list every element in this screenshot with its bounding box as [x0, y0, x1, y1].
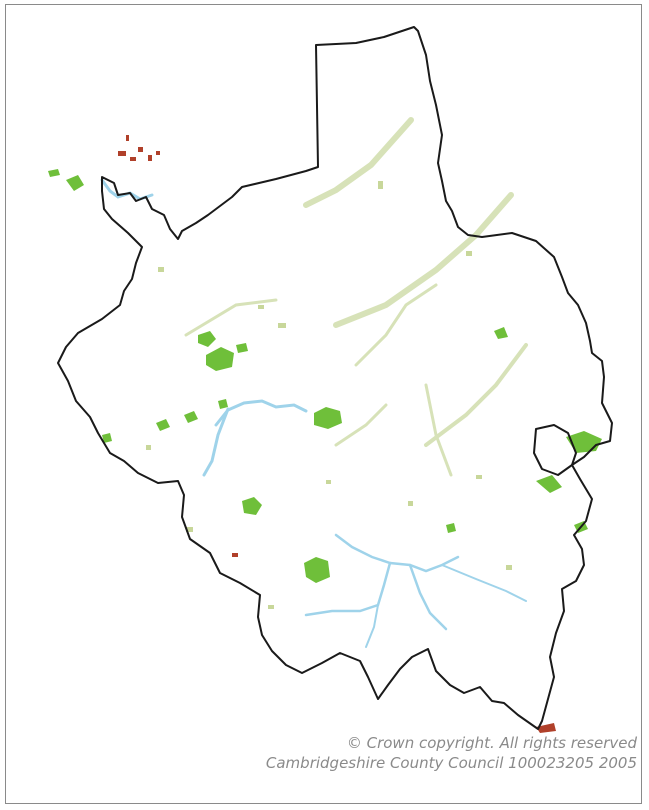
grass-strip [354, 283, 438, 367]
woodland-patch [446, 523, 456, 533]
river-cam [334, 533, 460, 573]
habitat-speck [186, 527, 193, 532]
woodland-patch [314, 407, 342, 429]
woodland-patch [304, 557, 330, 583]
grassland-features [184, 117, 528, 477]
red-patch [536, 723, 556, 733]
copyright-line-2: Cambridgeshire County Council 100023205 … [265, 754, 637, 772]
river-cam-branch-4 [365, 604, 379, 648]
rivers [100, 178, 527, 648]
grass-strip [184, 298, 278, 337]
grass-strip [303, 117, 414, 208]
woodland-patch [66, 175, 84, 191]
woodland-patch [236, 343, 248, 353]
county-boundary [57, 26, 613, 730]
woodland-patch [198, 331, 216, 347]
habitat-speck [158, 267, 164, 272]
woodland-patch [156, 419, 170, 431]
woodland-patch [536, 475, 562, 493]
map-frame [5, 4, 642, 804]
inner-boundary [533, 424, 577, 476]
woodland-patch [184, 411, 198, 423]
woodland-patch [242, 497, 262, 515]
habitat-speck [258, 305, 264, 309]
habitat-speck [378, 181, 383, 189]
river-cam-branch-1 [304, 561, 392, 617]
habitat-speck [326, 480, 331, 484]
red-patch [130, 157, 136, 161]
minor-habitats [146, 181, 512, 609]
copyright-credits: © Crown copyright. All rights reserved C… [77, 733, 637, 773]
habitat-speck [466, 251, 472, 256]
river-cam-branch-3 [441, 564, 527, 602]
woodland-patch [102, 433, 112, 443]
woodland-patch [494, 327, 508, 339]
red-patch [232, 553, 238, 557]
woodland-patch [218, 399, 228, 409]
red-patch [156, 151, 160, 155]
red-patch [148, 155, 152, 161]
grass-strip [334, 403, 388, 447]
woodland-patch [48, 169, 60, 177]
river-nene [100, 178, 154, 201]
habitat-speck [268, 605, 274, 609]
woodland-patch [206, 347, 234, 371]
habitat-speck [278, 323, 286, 328]
urban-heath [118, 135, 556, 733]
habitat-speck [476, 475, 482, 479]
red-patch [118, 151, 126, 156]
river-cam-branch-2 [408, 563, 448, 631]
county-map [48, 26, 613, 733]
habitat-speck [146, 445, 151, 450]
red-patch [126, 135, 129, 141]
river-great-ouse-west [214, 399, 308, 427]
habitat-speck [506, 565, 512, 570]
woodland [48, 169, 602, 583]
copyright-line-1: © Crown copyright. All rights reserved [346, 734, 637, 752]
red-patch [138, 147, 143, 152]
grass-strip [424, 383, 453, 477]
grass-strip [424, 343, 528, 447]
grass-strip [333, 192, 514, 328]
river-great-ouse-south [202, 407, 230, 477]
habitat-speck [408, 501, 413, 506]
